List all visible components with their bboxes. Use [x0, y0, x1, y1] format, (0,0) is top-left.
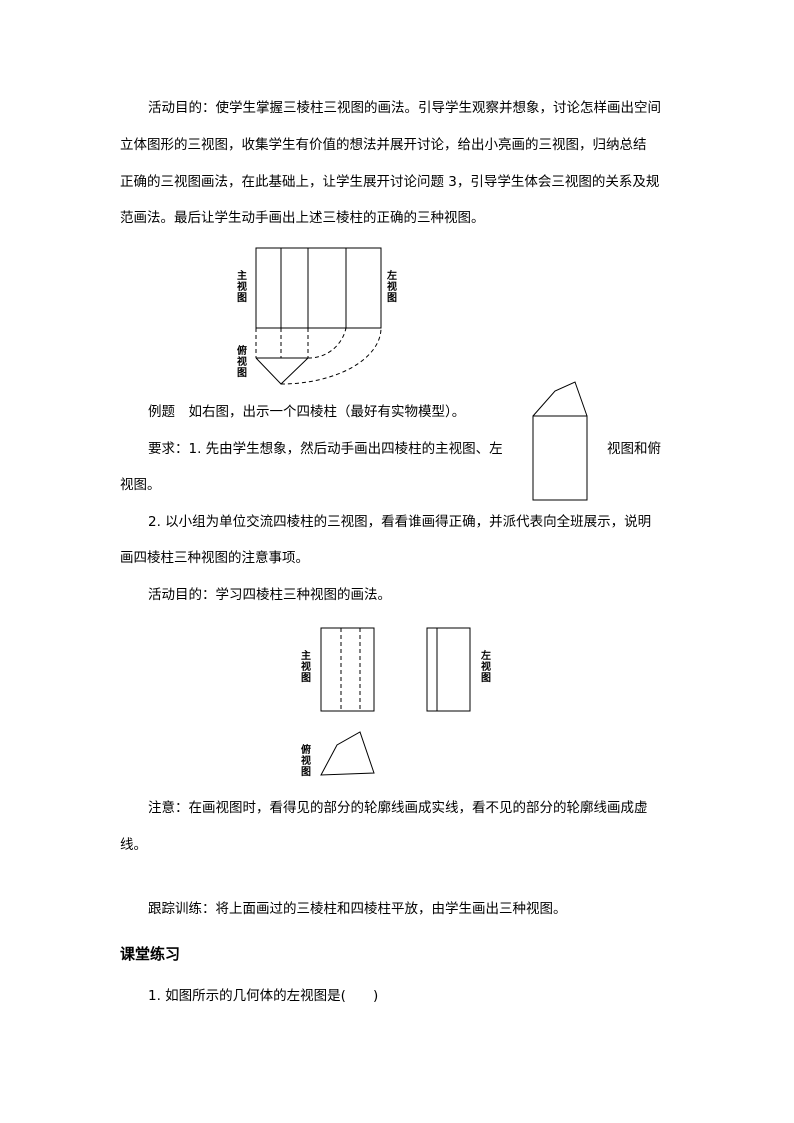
requirement-line: 画四棱柱三种视图的注意事项。 [120, 550, 309, 566]
top-view-outline [320, 731, 375, 776]
paragraph-line: 正确的三视图画法，在此基础上，让学生展开讨论问题 3，引导学生体会三视图的关系及… [120, 174, 660, 190]
purpose-line: 活动目的：学习四棱柱三种视图的画法。 [148, 587, 391, 603]
top-view-outline [255, 357, 310, 385]
front-view-label: 主视图 [237, 271, 247, 304]
requirement-line: 视图和俯 [607, 441, 661, 457]
note-line: 线。 [120, 837, 147, 853]
question-line: 1. 如图所示的几何体的左视图是( ) [148, 988, 379, 1004]
example-line: 例题 如右图，出示一个四棱柱（最好有实物模型）。 [148, 404, 466, 420]
paragraph-line: 范画法。最后让学生动手画出上述三棱柱的正确的三种视图。 [120, 210, 485, 226]
paragraph-line: 立体图形的三视图，收集学生有价值的想法并展开讨论，给出小亮画的三视图，归纳总结 [120, 137, 647, 153]
requirement-line: 要求：1. 先由学生想象，然后动手画出四棱柱的主视图、左 [148, 441, 503, 457]
top-view-label: 俯视图 [237, 346, 247, 379]
front-view-outline [320, 627, 375, 712]
top-view-label: 俯视图 [301, 745, 311, 778]
left-view-outline [426, 627, 471, 712]
section-title: 课堂练习 [120, 945, 181, 963]
requirement-line: 视图。 [120, 477, 161, 493]
front-view-outline [255, 247, 382, 329]
requirement-line: 2. 以小组为单位交流四棱柱的三视图，看看谁画得正确，并派代表向全班展示，说明 [148, 514, 652, 530]
left-view-label: 左视图 [387, 271, 397, 304]
left-view-label: 左视图 [481, 651, 491, 684]
note-line: 注意：在画视图时，看得见的部分的轮廓线画成实线，看不见的部分的轮廓线画成虚 [148, 800, 648, 816]
front-view-label: 主视图 [301, 651, 311, 684]
training-line: 跟踪训练：将上面画过的三棱柱和四棱柱平放，由学生画出三种视图。 [148, 901, 567, 917]
paragraph-line: 活动目的：使学生掌握三棱柱三视图的画法。引导学生观察并想象，讨论怎样画出空间 [148, 100, 661, 116]
